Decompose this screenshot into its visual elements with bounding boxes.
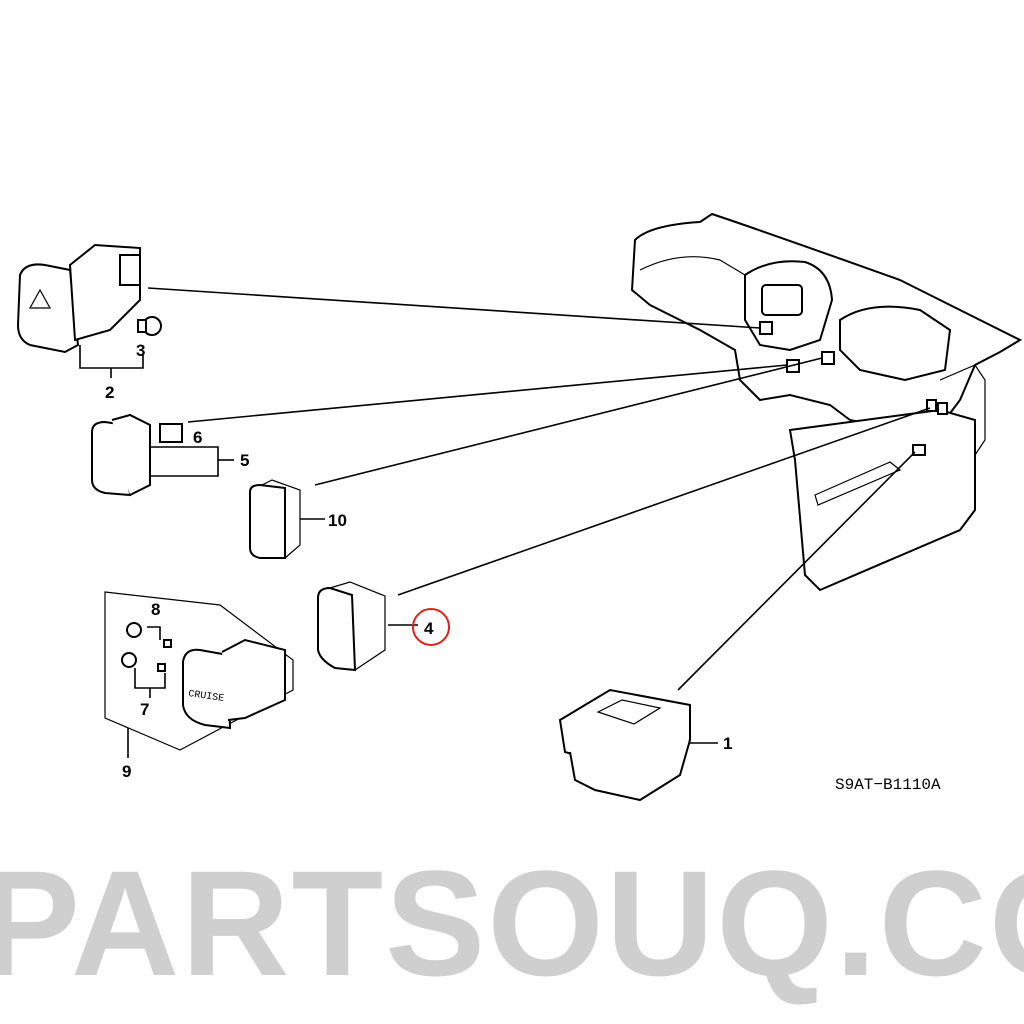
bulbs-part-7-8[interactable] (121, 622, 172, 672)
blank-cover-part-4[interactable] (317, 581, 386, 672)
callout-4: 4 (424, 619, 434, 638)
leader-lines (79, 287, 931, 758)
main-switch-part-1[interactable] (558, 688, 691, 802)
callout-1: 1 (723, 734, 732, 753)
dashboard-illustration (630, 212, 1023, 592)
callout-8: 8 (151, 600, 160, 619)
callout-6: 6 (193, 428, 202, 447)
callout-3: 3 (136, 341, 145, 360)
callout-10: 10 (328, 511, 347, 530)
switch-part-5[interactable] (91, 413, 151, 497)
callout-5: 5 (240, 451, 249, 470)
cruise-text: CRUISE (187, 689, 224, 705)
hazard-switch-part-2[interactable] (16, 243, 141, 354)
cruise-switch-part-9[interactable]: CRUISE (182, 638, 286, 730)
clip-part-6[interactable] (159, 423, 183, 443)
callout-7: 7 (140, 700, 149, 719)
callout-2: 2 (105, 383, 114, 402)
blank-cover-part-10[interactable] (249, 479, 301, 559)
highlight-circle (412, 608, 450, 646)
diagram-code: S9AT−B1110A (835, 776, 941, 794)
callout-9: 9 (122, 762, 131, 781)
watermark: PARTSOUQ.COM (0, 839, 1024, 1007)
bulb-part-3[interactable] (137, 316, 162, 336)
